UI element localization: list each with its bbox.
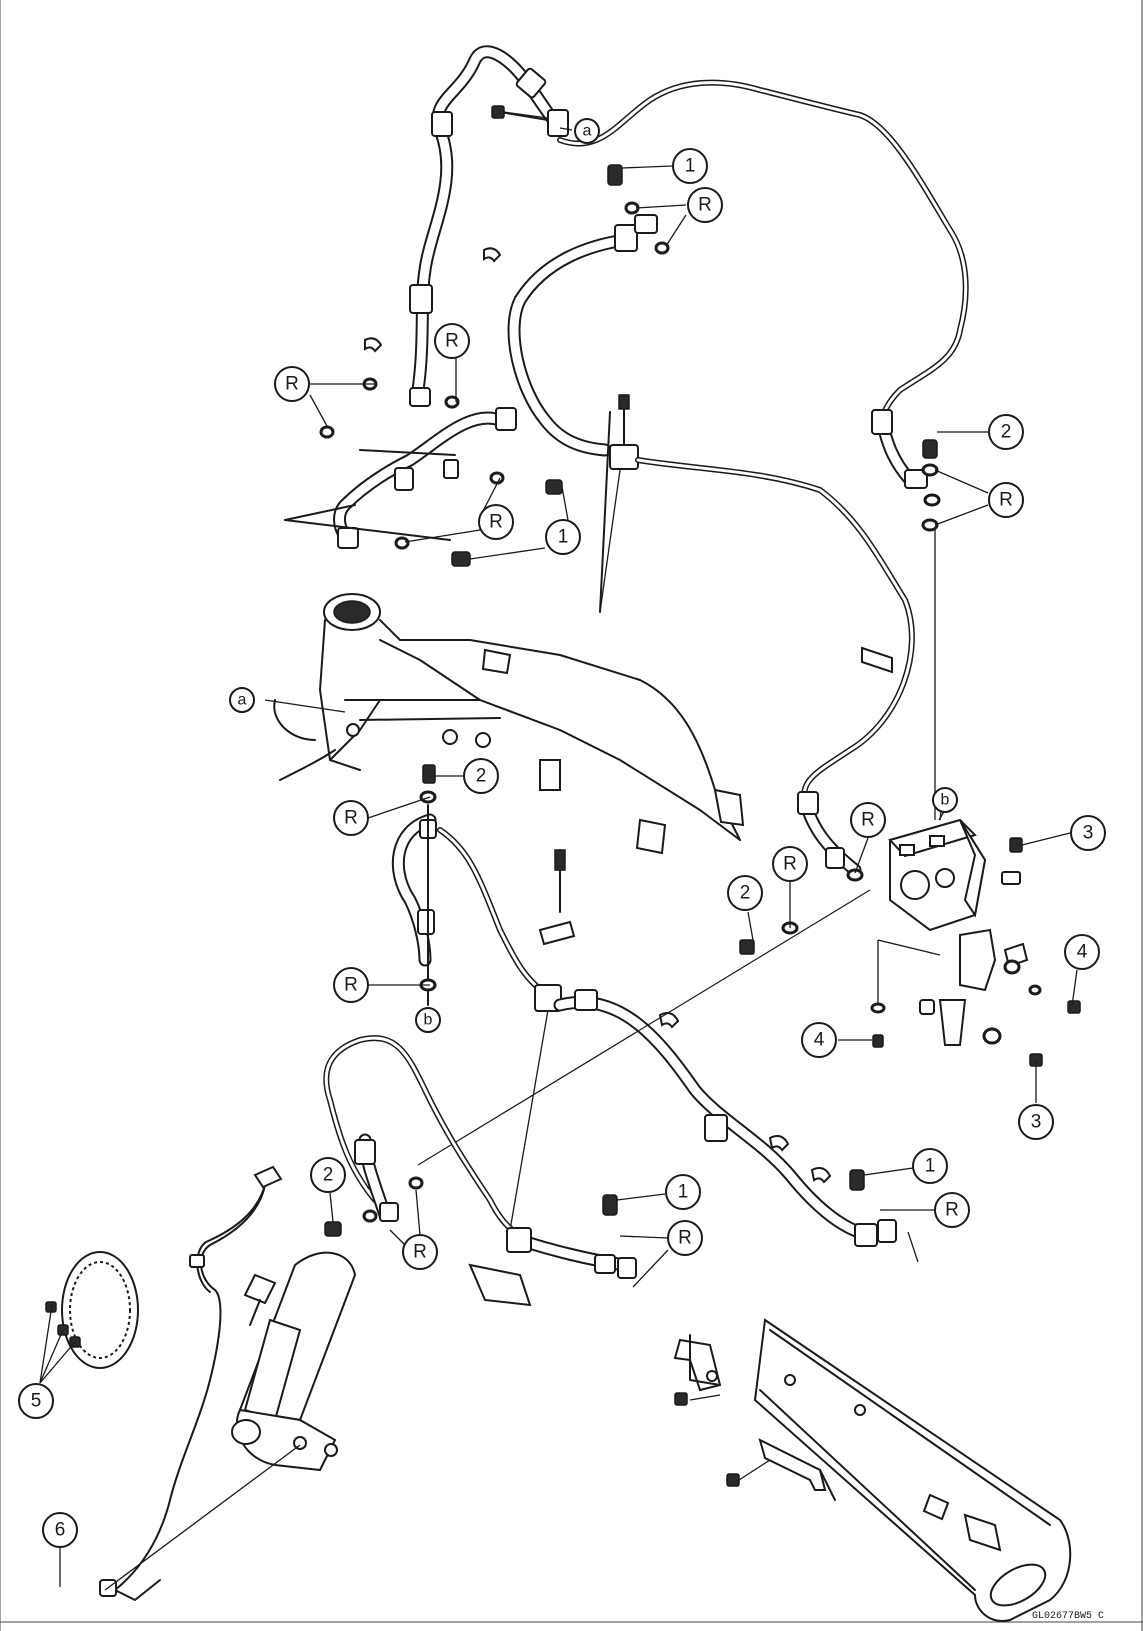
callout-r-abs-top: R <box>850 802 886 838</box>
callout-label: 2 <box>476 766 487 787</box>
mid-pipe-to-tee <box>437 827 551 998</box>
ref-b-abs: b <box>932 787 958 813</box>
abs-sensor-wiring <box>99 1165 283 1601</box>
front-center-hose <box>507 224 638 457</box>
callout-label: 3 <box>1083 823 1094 844</box>
callout-label: R <box>344 975 358 996</box>
callout-3-bottom: 3 <box>1018 1104 1054 1140</box>
abs-upper-hose <box>871 409 928 489</box>
callout-r-lower-left: R <box>402 1234 438 1270</box>
callout-label: R <box>489 512 503 533</box>
callout-1-right: 1 <box>912 1148 948 1184</box>
callout-r-left-upper: R <box>434 323 470 359</box>
callout-r-abs-left: R <box>772 846 808 882</box>
ref-label: a <box>583 123 592 140</box>
abs-rotor-ring <box>45 1251 139 1369</box>
callout-4-left: 4 <box>801 1022 837 1058</box>
callout-r-right-upper: R <box>988 482 1024 518</box>
lower-left-hose <box>324 1133 424 1237</box>
callout-label: R <box>413 1242 427 1263</box>
abs-left-hose <box>797 791 862 877</box>
front-fork-leg <box>104 1251 357 1591</box>
callout-label: R <box>945 1200 959 1221</box>
hose-fitting-sleeve-2 <box>431 111 453 137</box>
hose-clamp-1 <box>364 247 502 353</box>
callout-r-mid-left: R <box>333 800 369 836</box>
abs-bolts <box>739 439 941 955</box>
ref-a-top: a <box>574 118 600 144</box>
callout-2-lower: 2 <box>310 1157 346 1193</box>
left-banjo-bolts <box>319 377 563 567</box>
callout-r-top: R <box>687 187 723 223</box>
mid-left-hose <box>391 764 437 1006</box>
callout-4-right: 4 <box>1064 934 1100 970</box>
callout-label: 4 <box>1077 942 1088 963</box>
callout-label: R <box>783 854 797 875</box>
long-lower-pipe <box>323 889 871 1238</box>
callout-label: 2 <box>1001 422 1012 443</box>
callout-label: R <box>344 808 358 829</box>
callout-r-left-mid: R <box>478 504 514 540</box>
callout-1-top: 1 <box>672 148 708 184</box>
callout-6: 6 <box>42 1512 78 1548</box>
callout-r-left: R <box>274 366 310 402</box>
ref-label: a <box>238 692 247 709</box>
hose-fitting-sleeve <box>409 284 433 314</box>
callout-label: 5 <box>31 1391 42 1412</box>
rear-caliper-banjo <box>658 1012 919 1263</box>
callout-2-abs: 2 <box>727 875 763 911</box>
callout-label: 2 <box>740 883 751 904</box>
upper-right-banjo-bolt <box>607 164 670 255</box>
ref-a-frame: a <box>229 687 255 713</box>
abs-hydraulic-unit <box>870 801 1081 1067</box>
front-brake-pipe <box>557 79 969 423</box>
callout-label: R <box>285 374 299 395</box>
callout-label: R <box>678 1228 692 1249</box>
upper-tee-joint <box>599 394 639 613</box>
callout-3-top: 3 <box>1070 815 1106 851</box>
callout-label: 1 <box>558 527 569 548</box>
callout-label: 1 <box>925 1156 936 1177</box>
callout-2-right: 2 <box>988 414 1024 450</box>
callout-1-lower: 1 <box>665 1174 701 1210</box>
callout-label: R <box>445 331 459 352</box>
figure-code: GL02677BW5 C <box>1032 1611 1104 1622</box>
callout-r-lower-right: R <box>934 1192 970 1228</box>
callout-r-mid-lower: R <box>333 967 369 1003</box>
callout-label: R <box>698 195 712 216</box>
callout-label: 2 <box>323 1165 334 1186</box>
ref-label: b <box>424 1012 433 1029</box>
callout-r-lower-center: R <box>667 1220 703 1256</box>
rear-swingarm <box>753 1318 1072 1622</box>
ref-label: b <box>941 792 950 809</box>
ref-b-hose: b <box>415 1007 441 1033</box>
callout-1-mid: 1 <box>545 519 581 555</box>
front-brake-pipe-2 <box>635 457 915 803</box>
callout-label: 6 <box>55 1520 66 1541</box>
lower-tee-hose <box>468 1194 637 1307</box>
callout-label: 3 <box>1031 1112 1042 1133</box>
lower-tee-joint <box>509 849 576 1231</box>
callout-label: 1 <box>678 1182 689 1203</box>
callout-label: R <box>999 490 1013 511</box>
leader-lines <box>39 127 1078 1587</box>
callout-label: R <box>861 810 875 831</box>
callout-5: 5 <box>18 1383 54 1419</box>
callout-label: 1 <box>685 156 696 177</box>
right-lower-hose <box>553 989 897 1247</box>
left-fork-brake-hose <box>284 407 517 549</box>
motorcycle-frame <box>273 411 745 855</box>
hose-fitting-sleeve-3 <box>515 67 547 99</box>
callout-label: 4 <box>814 1030 825 1051</box>
top-banjo-fitting <box>491 105 569 137</box>
swingarm-hose-guide <box>673 1334 836 1501</box>
pipe-clip-frame <box>861 646 893 674</box>
front-upper-brake-hose <box>409 45 567 397</box>
callout-2-mid: 2 <box>463 758 499 794</box>
